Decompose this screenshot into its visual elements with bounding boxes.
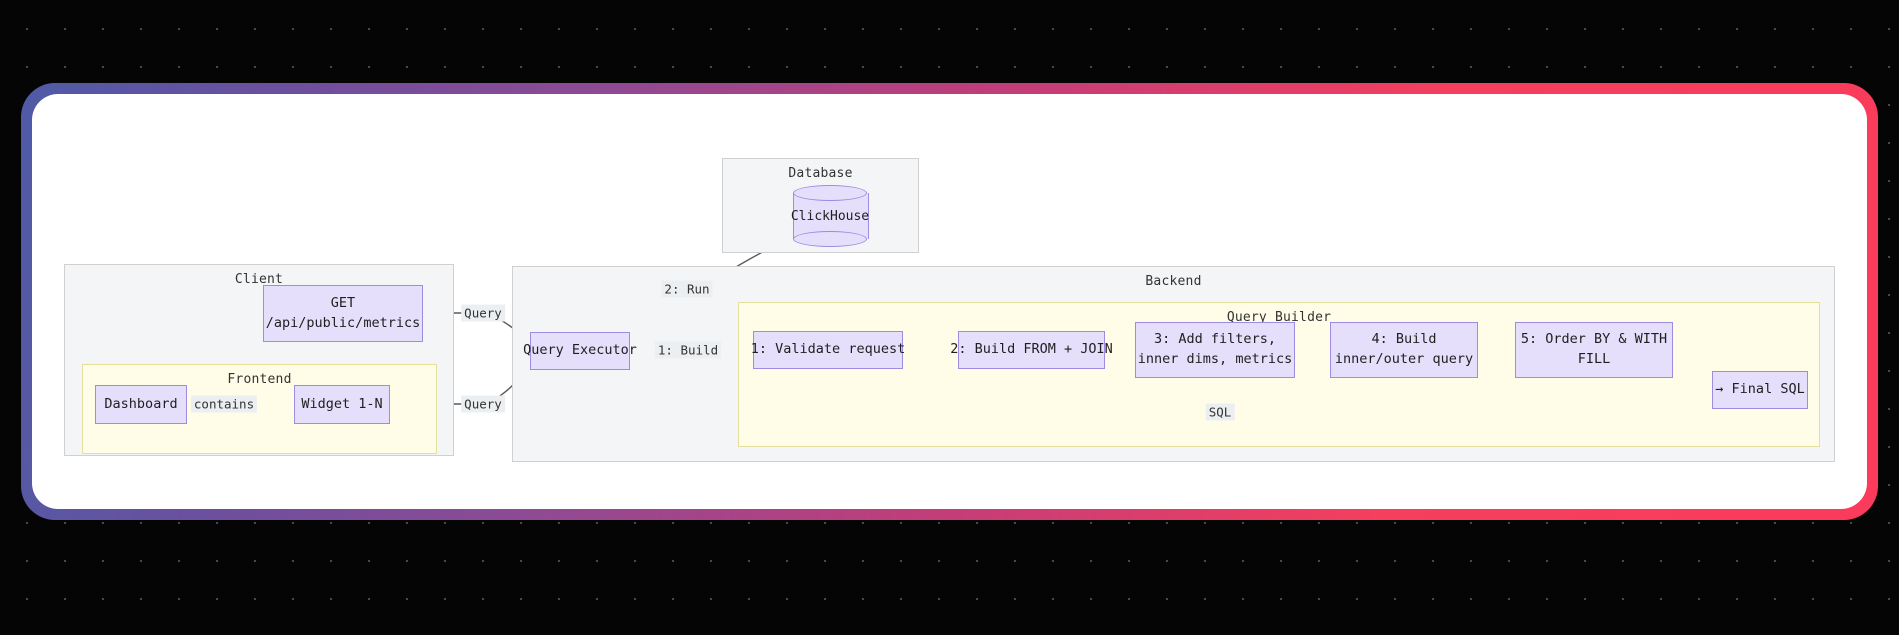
node-step5-line1: 5: Order BY & WITH (1520, 331, 1668, 348)
edge-label-get-query: Query (461, 304, 505, 322)
cluster-client-label: Client (234, 272, 284, 287)
node-step1-label: 1: Validate request (750, 341, 906, 358)
node-final-sql-label: → Final SQL (1715, 381, 1805, 398)
node-widget[interactable]: Widget 1-N (294, 385, 390, 424)
node-step3-line1: 3: Add filters, (1154, 331, 1276, 348)
node-dashboard-label: Dashboard (104, 395, 178, 412)
edge-label-sql: SQL (1205, 403, 1235, 421)
cluster-backend-label: Backend (1145, 274, 1202, 289)
node-step2-label: 2: Build FROM + JOIN (950, 341, 1113, 358)
node-step4-line1: 4: Build (1371, 331, 1437, 348)
node-clickhouse[interactable]: ClickHouse (790, 185, 870, 247)
node-get-endpoint-line2: /api/public/metrics (265, 314, 421, 331)
node-get-endpoint-line1: GET (330, 294, 356, 311)
node-step5-line2: FILL (1577, 351, 1611, 367)
node-step5[interactable]: 5: Order BY & WITH FILL (1515, 322, 1673, 378)
node-step1[interactable]: 1: Validate request (750, 331, 906, 369)
cluster-database-label: Database (788, 166, 853, 181)
node-dashboard[interactable]: Dashboard (95, 385, 187, 424)
node-step4-line2: inner/outer query (1334, 351, 1474, 367)
cylinder-bottom (793, 231, 867, 247)
node-step4[interactable]: 4: Build inner/outer query (1330, 322, 1478, 378)
cluster-query-builder-label: Query Builder (1226, 310, 1332, 325)
cluster-frontend-label: Frontend (227, 372, 292, 387)
node-clickhouse-label: ClickHouse (790, 208, 870, 224)
node-step3[interactable]: 3: Add filters, inner dims, metrics (1135, 322, 1295, 378)
cylinder-top (793, 185, 867, 201)
node-query-executor[interactable]: Query Executor (523, 332, 637, 370)
node-step2[interactable]: 2: Build FROM + JOIN (950, 331, 1113, 369)
node-final-sql[interactable]: → Final SQL (1712, 371, 1808, 409)
node-query-executor-label: Query Executor (523, 342, 637, 359)
node-step3-line2: inner dims, metrics (1137, 351, 1293, 367)
node-widget-label: Widget 1-N (301, 395, 383, 412)
edge-label-build: 1: Build (654, 341, 722, 359)
edge-label-contains: contains (190, 395, 258, 413)
node-get-endpoint[interactable]: GET /api/public/metrics (263, 285, 423, 342)
edge-label-widget-query: Query (461, 395, 505, 413)
edge-label-run: 2: Run (661, 280, 713, 298)
